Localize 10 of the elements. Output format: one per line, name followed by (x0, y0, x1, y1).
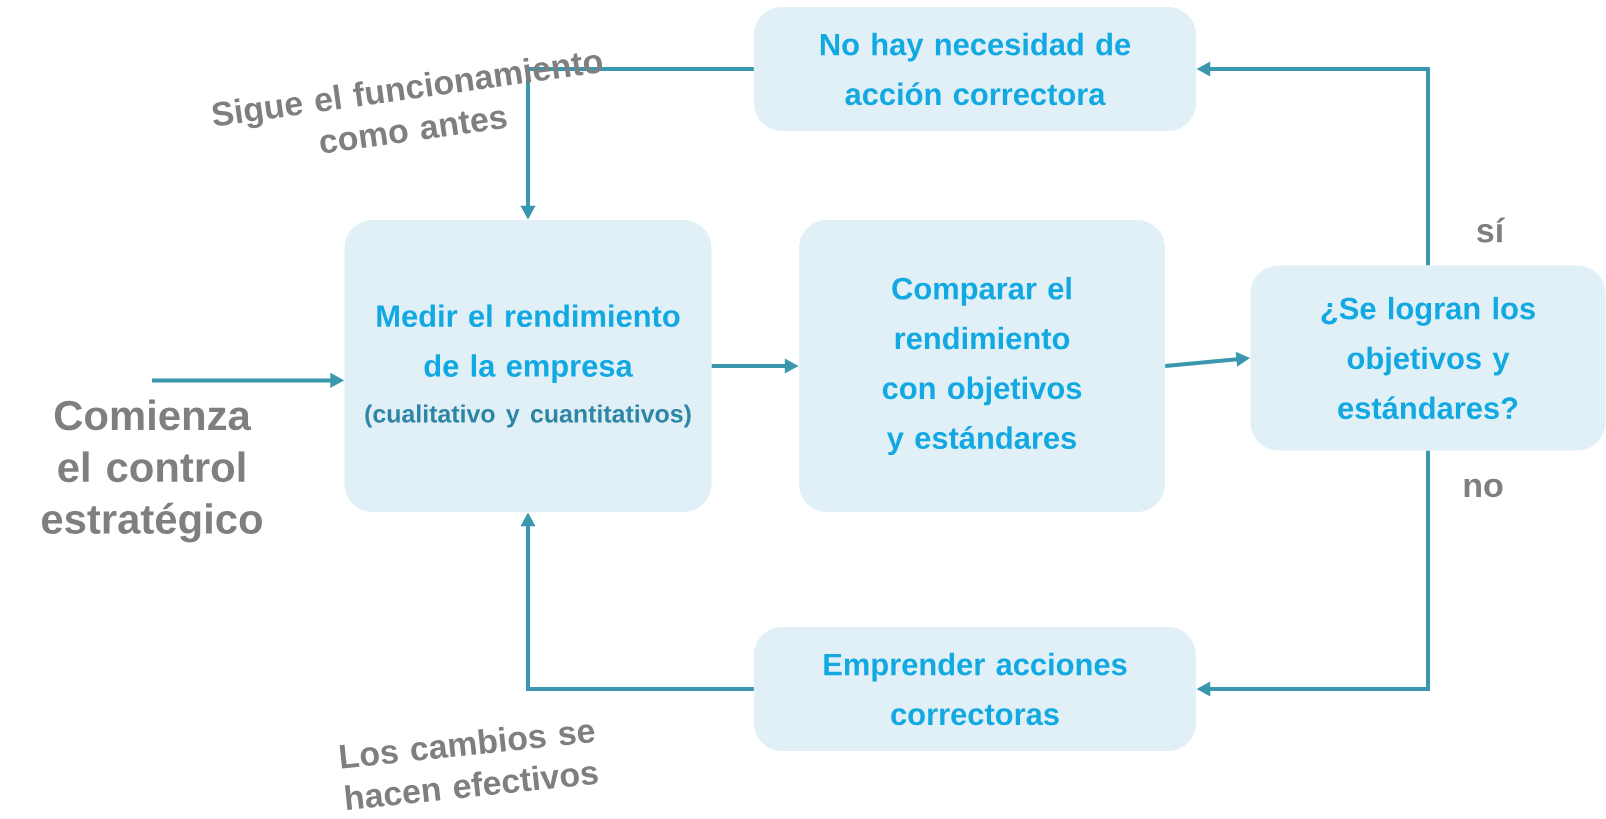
start-label: Comienza el control estratégico (42, 399, 262, 543)
edge-label: no (1464, 478, 1503, 498)
process-box: ¿Se logran los objetivos y estándares? (1250, 265, 1606, 451)
process-box: Emprender acciones correctoras (754, 627, 1196, 751)
process-box: No hay necesidad de acción correctora (754, 7, 1196, 131)
edge-label: Sigue el funcionamiento como antes (212, 53, 603, 153)
edge-label: sí (1477, 217, 1506, 243)
process-box: Comparar el rendimiento con objetivos y estándares (799, 220, 1165, 512)
process-box: Medir el rendimiento de la empresa (cualitativo y cuantitativos) (344, 220, 712, 512)
edge-label: Los cambios se hacen efectivos (339, 724, 598, 810)
